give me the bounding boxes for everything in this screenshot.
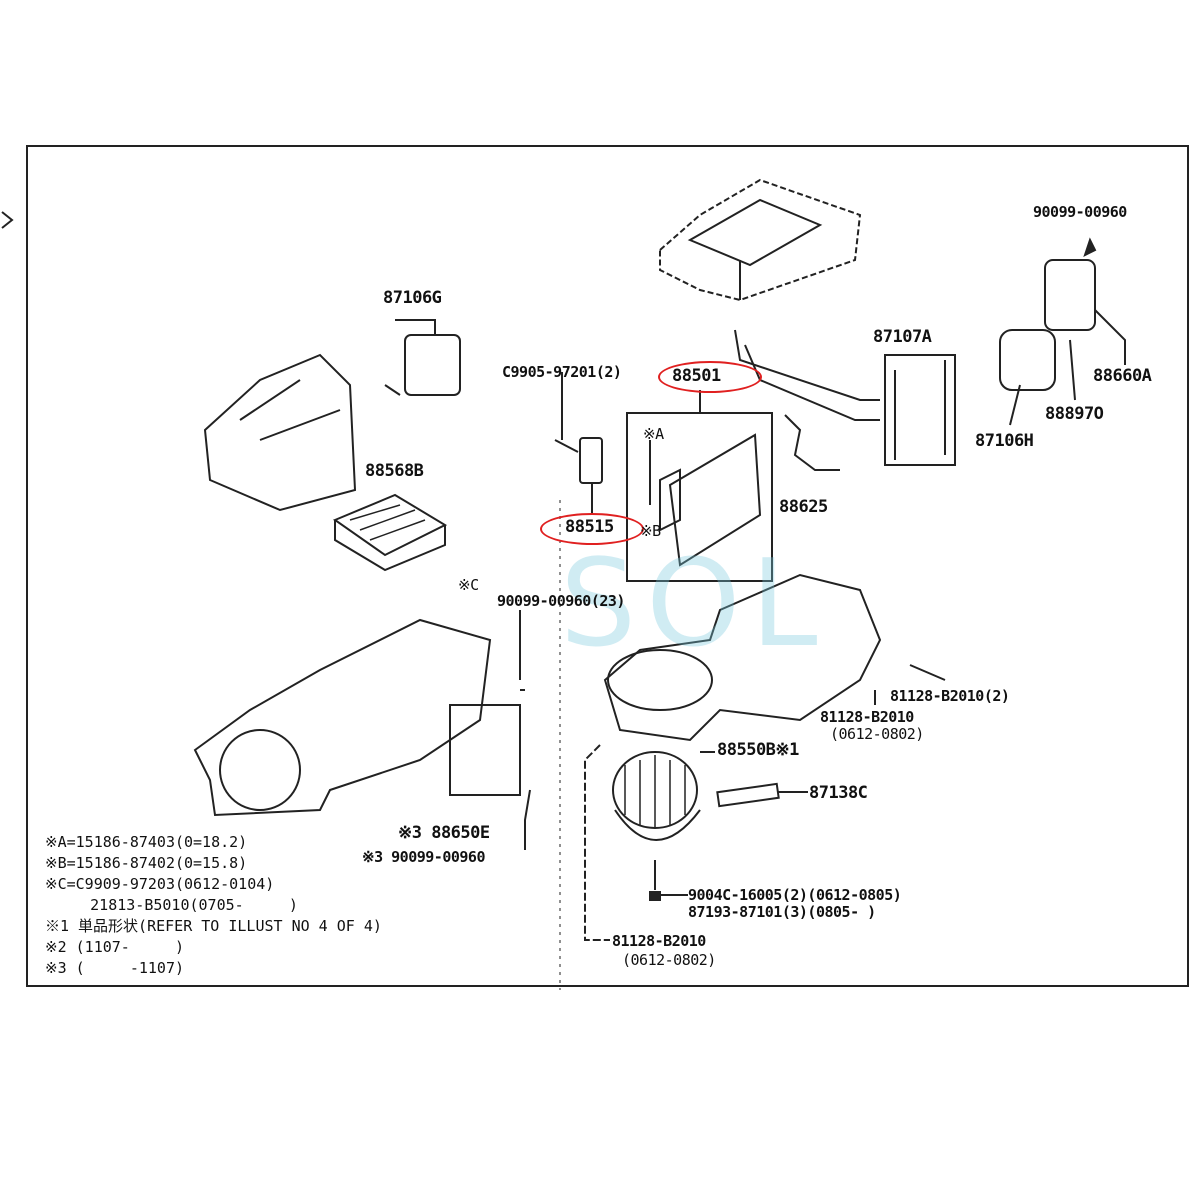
leader-line [584,744,610,941]
legend-notes: ※A=15186-87403(0=18.2) ※B=15186-87402(0=1… [45,832,382,979]
heater-core-part [734,329,956,466]
upper-duct-part [659,178,862,302]
highlight-ring-88501 [658,361,762,393]
part-label[interactable]: 88568B [365,461,424,481]
diagram-frame [26,145,1189,987]
part-label[interactable]: C9905-97201(2) [502,363,622,381]
part-label-highlighted[interactable]: 88515 [565,517,614,537]
part-label[interactable]: 87193-87101(3)(0805- ) [688,903,876,921]
note-line: ※C=C9909-97203(0612-0104) [45,875,275,893]
arrow-marker-icon [1,211,14,229]
note-line: ※B=15186-87402(0=15.8) [45,854,248,872]
part-label[interactable]: 90099-00960(23) [497,592,625,610]
damper-servo-part [384,319,461,396]
blower-motor-part [612,751,715,901]
marker-b: ※B [640,522,661,540]
part-label[interactable]: 87106G [383,288,442,308]
note-line: 21813-B5010(0705- ) [45,896,298,914]
part-label[interactable]: 88660A [1093,366,1152,386]
part-label[interactable]: 87107A [873,327,932,347]
part-label[interactable]: 81128-B2010 [612,932,706,950]
resistor-part [716,782,780,808]
left-housing-part [203,353,357,512]
part-label[interactable]: 88897O [1045,404,1104,424]
part-label[interactable]: ※3 88650E [398,823,490,843]
part-label[interactable]: 81128-B2010(2) [890,687,1010,705]
wire-harness-part [784,414,840,471]
watermark: SOL [560,535,828,674]
marker-c: ※C [458,576,479,594]
part-label[interactable]: 88625 [779,497,828,517]
evaporator-part [649,433,762,567]
note-line: ※2 (1107- ) [45,938,184,956]
date-range: (0612-0802) [830,725,924,743]
air-filter-part [332,493,448,572]
expansion-valve-part [554,372,603,515]
lower-housing-part [193,610,531,850]
note-line: ※A=15186-87403(0=18.2) [45,833,248,851]
highlight-ring-88515 [540,513,644,545]
part-label[interactable]: ※3 90099-00960 [362,848,485,866]
part-label[interactable]: 81128-B2010 [820,708,914,726]
part-label[interactable]: 9004C-16005(2)(0612-0805) [688,886,902,904]
servo-motor-parts [999,237,1126,426]
part-label[interactable]: 88550B※1 [717,740,799,760]
part-label[interactable]: 90099-00960 [1033,203,1127,221]
note-line: ※3 ( -1107) [45,959,184,977]
note-line: ※1 単品形状(REFER TO ILLUST NO 4 OF 4) [45,917,382,935]
blower-housing-part [603,573,882,742]
part-label[interactable]: 87106H [975,431,1034,451]
part-label-highlighted[interactable]: 88501 [672,366,721,386]
marker-a: ※A [643,425,664,443]
part-label[interactable]: 87138C [809,783,868,803]
date-range: (0612-0802) [622,951,716,969]
